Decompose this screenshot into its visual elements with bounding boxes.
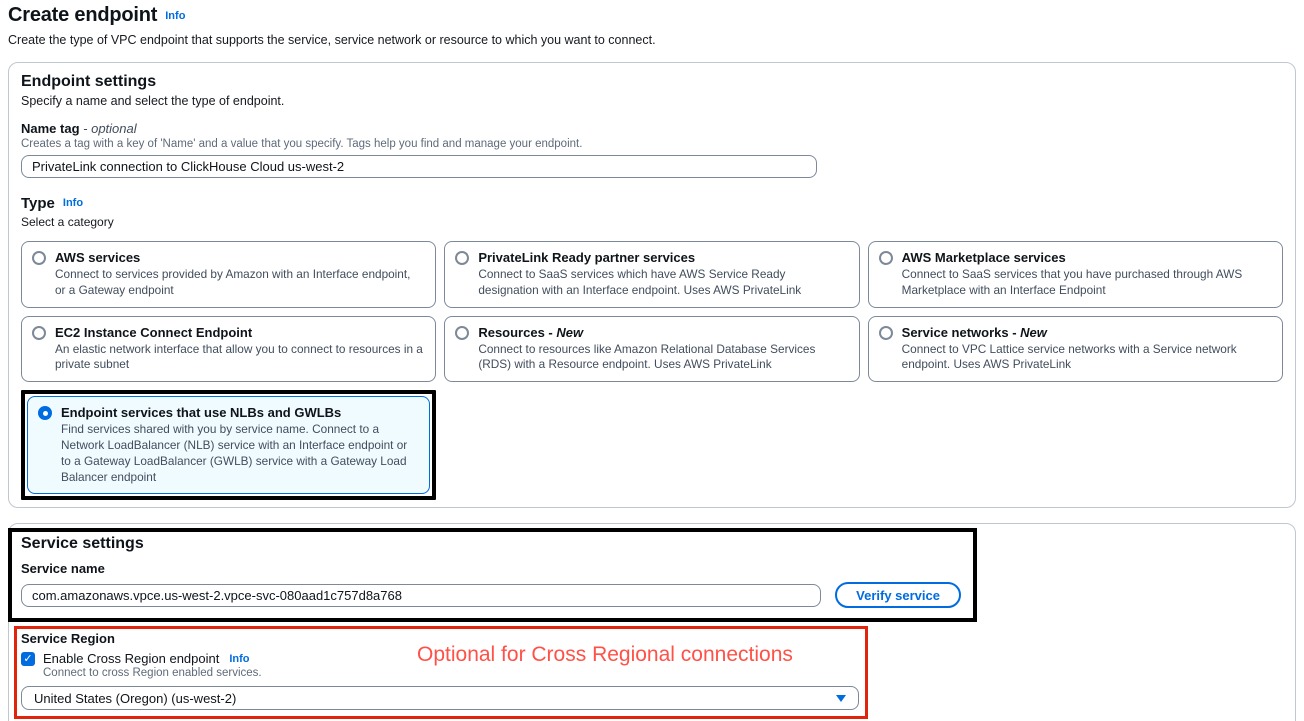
radio-icon[interactable] (455, 325, 470, 340)
cross-region-info-link[interactable]: Info (229, 652, 250, 665)
option-body: Endpoint services that use NLBs and GWLB… (61, 405, 417, 485)
endpoint-type-option-7[interactable]: Endpoint services that use NLBs and GWLB… (27, 396, 431, 495)
name-tag-optional-suffix: - optional (83, 121, 137, 136)
option-description: Connect to SaaS services that you have p… (901, 267, 1243, 297)
name-tag-input[interactable] (21, 155, 817, 178)
type-description: Select a category (21, 215, 114, 229)
option-description: Connect to resources like Amazon Relatio… (478, 341, 816, 372)
option-description: An elastic network interface that allow … (55, 341, 423, 372)
radio-icon[interactable] (878, 251, 893, 265)
option-description: Connect to VPC Lattice service networks … (901, 341, 1237, 372)
option-title: Endpoint services that use NLBs and GWLB… (61, 405, 342, 421)
enable-cross-region-label: Enable Cross Region endpoint (43, 651, 220, 667)
service-region-selected-value: United States (Oregon) (us-west-2) (34, 690, 237, 706)
page-header: Create endpoint Info Create the type of V… (8, 4, 1296, 47)
endpoint-settings-card: Endpoint settings Specify a name and sel… (8, 62, 1296, 509)
service-settings-card: Service settings Service name Verify ser… (8, 523, 1296, 721)
endpoint-settings-title: Endpoint settings (21, 73, 157, 90)
selected-option-annotation-box: Endpoint services that use NLBs and GWLB… (21, 390, 437, 501)
page-title: Create endpoint (8, 4, 158, 26)
endpoint-settings-description: Specify a name and select the type of en… (21, 94, 285, 108)
type-info-link[interactable]: Info (62, 197, 84, 209)
option-title: EC2 Instance Connect Endpoint (55, 324, 253, 340)
page-subtitle: Create the type of VPC endpoint that sup… (8, 33, 656, 47)
enable-cross-region-checkbox[interactable]: ✓ (21, 651, 35, 666)
service-settings-title: Service settings (21, 535, 144, 553)
page-info-link[interactable]: Info (165, 10, 186, 22)
option-new-badge: New (1020, 324, 1047, 340)
cross-region-help: Connect to cross Region enabled services… (43, 667, 262, 680)
option-description: Connect to services provided by Amazon w… (55, 267, 411, 297)
verify-service-button[interactable]: Verify service (835, 582, 961, 609)
service-name-input[interactable] (21, 583, 822, 607)
option-title: PrivateLink Ready partner services (478, 250, 696, 265)
option-new-badge: New (556, 324, 584, 340)
name-tag-help: Creates a tag with a key of 'Name' and a… (21, 138, 583, 150)
name-tag-label: Name tag - optional (21, 121, 137, 136)
radio-icon[interactable] (32, 251, 46, 265)
radio-selected-icon[interactable] (38, 406, 52, 421)
option-title: AWS services (55, 250, 141, 265)
option-description: Connect to SaaS services which have AWS … (478, 267, 802, 297)
option-title: Resources - New (478, 324, 584, 340)
service-name-label: Service name (21, 561, 105, 577)
option-description: Find services shared with you by service… (61, 422, 408, 484)
radio-icon[interactable] (455, 251, 470, 265)
cross-region-annotation-text: Optional for Cross Regional connections (417, 643, 793, 667)
service-region-select[interactable]: United States (Oregon) (us-west-2) (21, 686, 859, 711)
option-title: Service networks - New (901, 324, 1047, 340)
service-region-label: Service Region (21, 631, 115, 647)
service-region-annotation-box: Service Region ✓ Enable Cross Region end… (14, 626, 868, 720)
chevron-down-icon (836, 694, 846, 702)
option-title: AWS Marketplace services (901, 250, 1066, 265)
service-settings-annotation-box: Service settings Service name Verify ser… (8, 528, 977, 623)
radio-icon[interactable] (878, 325, 893, 340)
type-label: Type (21, 195, 55, 212)
radio-icon[interactable] (32, 325, 46, 340)
